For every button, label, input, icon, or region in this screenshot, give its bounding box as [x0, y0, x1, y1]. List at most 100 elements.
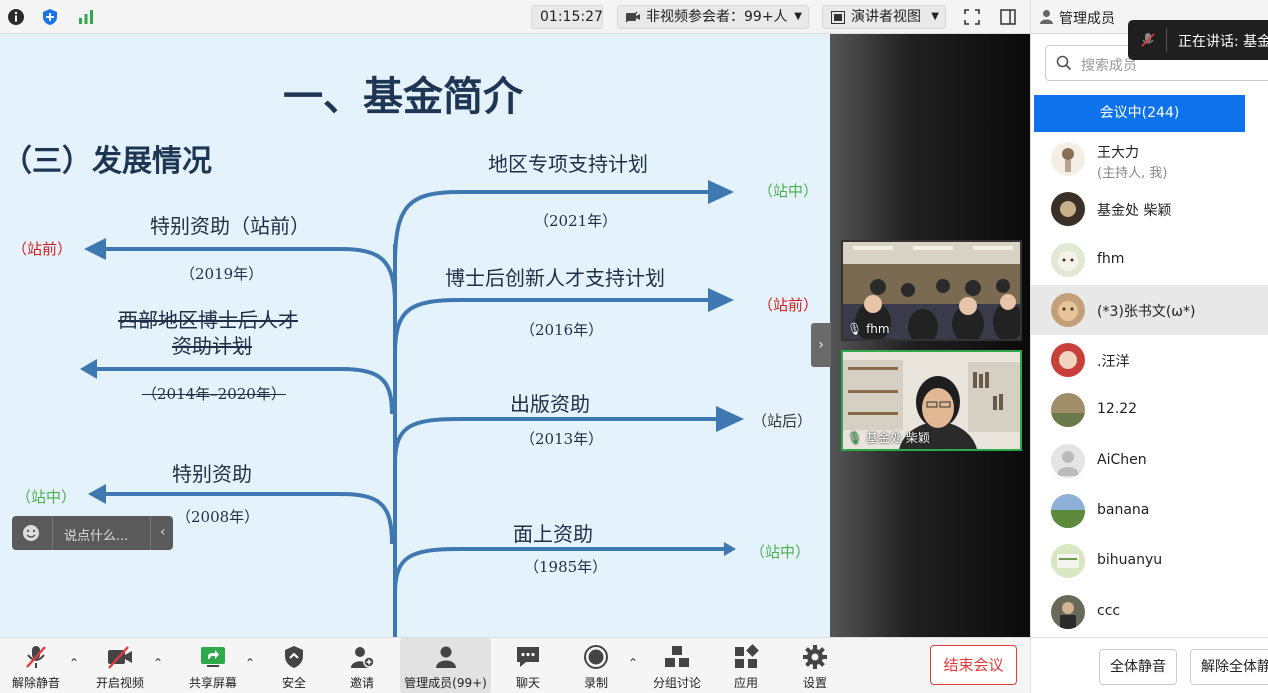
item-label: 地区专项支持计划 [488, 152, 648, 176]
participant-row[interactable]: 王大力 (主持人, 我) [1031, 134, 1268, 184]
non-video-participants-dropdown[interactable]: 非视频参会者：99+人 ▼ [617, 5, 809, 29]
participant-row[interactable]: 基金处 柴颖 [1031, 184, 1268, 234]
tool-label: 应用 [733, 676, 758, 690]
participant-row[interactable]: 12.22 [1031, 385, 1268, 435]
security-button[interactable]: 安全 [266, 638, 322, 693]
end-meeting-button[interactable]: 结束会议 [930, 645, 1017, 685]
participant-row[interactable]: ccc [1031, 587, 1268, 637]
item-label: 特别资助（站前） [150, 214, 310, 238]
participant-row[interactable]: AiChen [1031, 436, 1268, 486]
side-panel-toggle-icon[interactable] [998, 7, 1018, 27]
tool-label: 管理成员(99+) [404, 676, 487, 690]
shield-icon[interactable] [40, 7, 60, 27]
start-video-button[interactable]: 开启视频 [90, 638, 150, 693]
tool-label: 聊天 [515, 676, 540, 690]
participant-name: (*3)张书文(ω*) [1097, 303, 1196, 320]
chevron-down-icon: ▼ [931, 11, 939, 22]
chevron-up-icon[interactable]: ⌃ [245, 656, 256, 670]
video-column: › 🎙 fhm [811, 34, 1030, 637]
item-year: （2013年） [520, 430, 604, 448]
meeting-timer: 01:15:27 [531, 5, 603, 29]
apps-button[interactable]: 应用 [718, 638, 774, 693]
record-button[interactable]: 录制 [568, 638, 624, 693]
avatar [1051, 544, 1085, 579]
participant-row[interactable]: fhm [1031, 235, 1268, 285]
fullscreen-icon[interactable] [962, 7, 982, 27]
gear-icon [803, 645, 827, 669]
avatar [1051, 494, 1085, 529]
avatar [1051, 393, 1085, 428]
video-tile[interactable]: 🎙 fhm [841, 240, 1022, 341]
shared-slide: 一、基金简介 （三）发展情况 地区专项支持计划 （2021年） （站中） 博士后… [0, 34, 830, 637]
tab-in-meeting[interactable]: 会议中(244) [1034, 95, 1245, 132]
chevron-up-icon[interactable]: ⌃ [69, 656, 80, 670]
item-year: （2008年） [176, 508, 260, 526]
branch-left-1 [100, 247, 397, 305]
emoji-icon[interactable] [22, 524, 40, 542]
breakout-rooms-button[interactable]: 分组讨论 [648, 638, 706, 693]
item-label: 博士后创新人才支持计划 [445, 266, 665, 290]
comment-input[interactable]: 说点什么... ‹ [12, 516, 173, 550]
item-tag: （站中） [16, 488, 77, 506]
share-screen-button[interactable]: 共享屏幕 [183, 638, 243, 693]
panel-footer: 全体静音 解除全体静音 [1031, 637, 1268, 693]
video-name-label: 🎙 fhm [847, 322, 890, 336]
chevron-down-icon: ▼ [794, 11, 802, 22]
settings-button[interactable]: 设置 [787, 638, 843, 693]
item-label: 西部地区博士后人才 [118, 308, 298, 332]
item-year: （2019年） [180, 265, 264, 283]
unmute-button[interactable]: 解除静音 [6, 638, 66, 693]
panel-title: 管理成员 [1059, 11, 1115, 27]
participant-name: bihuanyu [1097, 552, 1163, 569]
chevron-left-icon[interactable]: ‹ [160, 524, 166, 540]
avatar-default-icon [1051, 443, 1085, 478]
collapse-video-button[interactable]: › [811, 323, 831, 367]
unmute-all-button[interactable]: 解除全体静音 [1190, 649, 1268, 685]
bottom-toolbar: 解除静音 ⌃ 开启视频 ⌃ 共享屏幕 ⌃ 安全 [0, 637, 1030, 693]
branch-right-3 [393, 417, 722, 465]
video-feed [843, 242, 1020, 339]
item-tag: （站中） [750, 543, 811, 561]
avatar [1051, 594, 1085, 629]
video-tile-active-speaker[interactable]: 🎙 基金处 柴颖 [841, 350, 1022, 451]
participant-row-highlighted[interactable]: (*3)张书文(ω*) [1031, 284, 1268, 336]
participant-row[interactable]: bihuanyu [1031, 536, 1268, 586]
comment-placeholder: 说点什么... [64, 529, 129, 544]
branch-left-3 [100, 492, 394, 545]
chat-icon [517, 647, 539, 667]
chevron-up-icon[interactable]: ⌃ [628, 656, 639, 670]
mute-all-button[interactable]: 全体静音 [1099, 649, 1177, 685]
item-year: （2014年–2020年） [142, 385, 286, 403]
info-icon[interactable] [6, 7, 26, 27]
participant-row[interactable]: .汪洋 [1031, 335, 1268, 385]
chat-button[interactable]: 聊天 [500, 638, 556, 693]
avatar [1051, 292, 1085, 327]
slide-title: 一、基金简介 [283, 74, 523, 120]
tool-label: 邀请 [349, 676, 374, 690]
arrowhead-left-3 [88, 484, 106, 504]
arrowhead-right-4 [724, 542, 736, 556]
invite-button[interactable]: 邀请 [334, 638, 390, 693]
item-tag: （站前） [758, 296, 819, 314]
camera-off-icon [108, 646, 132, 669]
participant-row[interactable]: banana [1031, 486, 1268, 536]
participant-name: ccc [1097, 602, 1121, 619]
person-icon [1040, 10, 1053, 24]
chevron-up-icon[interactable]: ⌃ [153, 656, 164, 670]
signal-icon[interactable] [76, 7, 96, 27]
search-placeholder: 搜索成员 [1081, 58, 1137, 74]
participant-name: 王大力 [1097, 145, 1139, 161]
tool-label: 设置 [802, 676, 827, 690]
participant-name: AiChen [1097, 451, 1147, 468]
video-name-label: 🎙 基金处 柴颖 [847, 429, 930, 446]
view-mode-dropdown[interactable]: 演讲者视图 ▼ [822, 5, 946, 29]
video-feed [843, 352, 1020, 449]
item-tag: （站前） [12, 240, 73, 258]
item-year: （2016年） [520, 321, 604, 339]
manage-members-button[interactable]: 管理成员(99+) [400, 638, 491, 693]
share-screen-icon [201, 647, 225, 667]
add-user-icon [351, 647, 375, 668]
timeline-diagram [80, 180, 744, 637]
participant-name: fhm [1097, 250, 1125, 267]
slide-subtitle: （三）发展情况 [2, 144, 212, 179]
